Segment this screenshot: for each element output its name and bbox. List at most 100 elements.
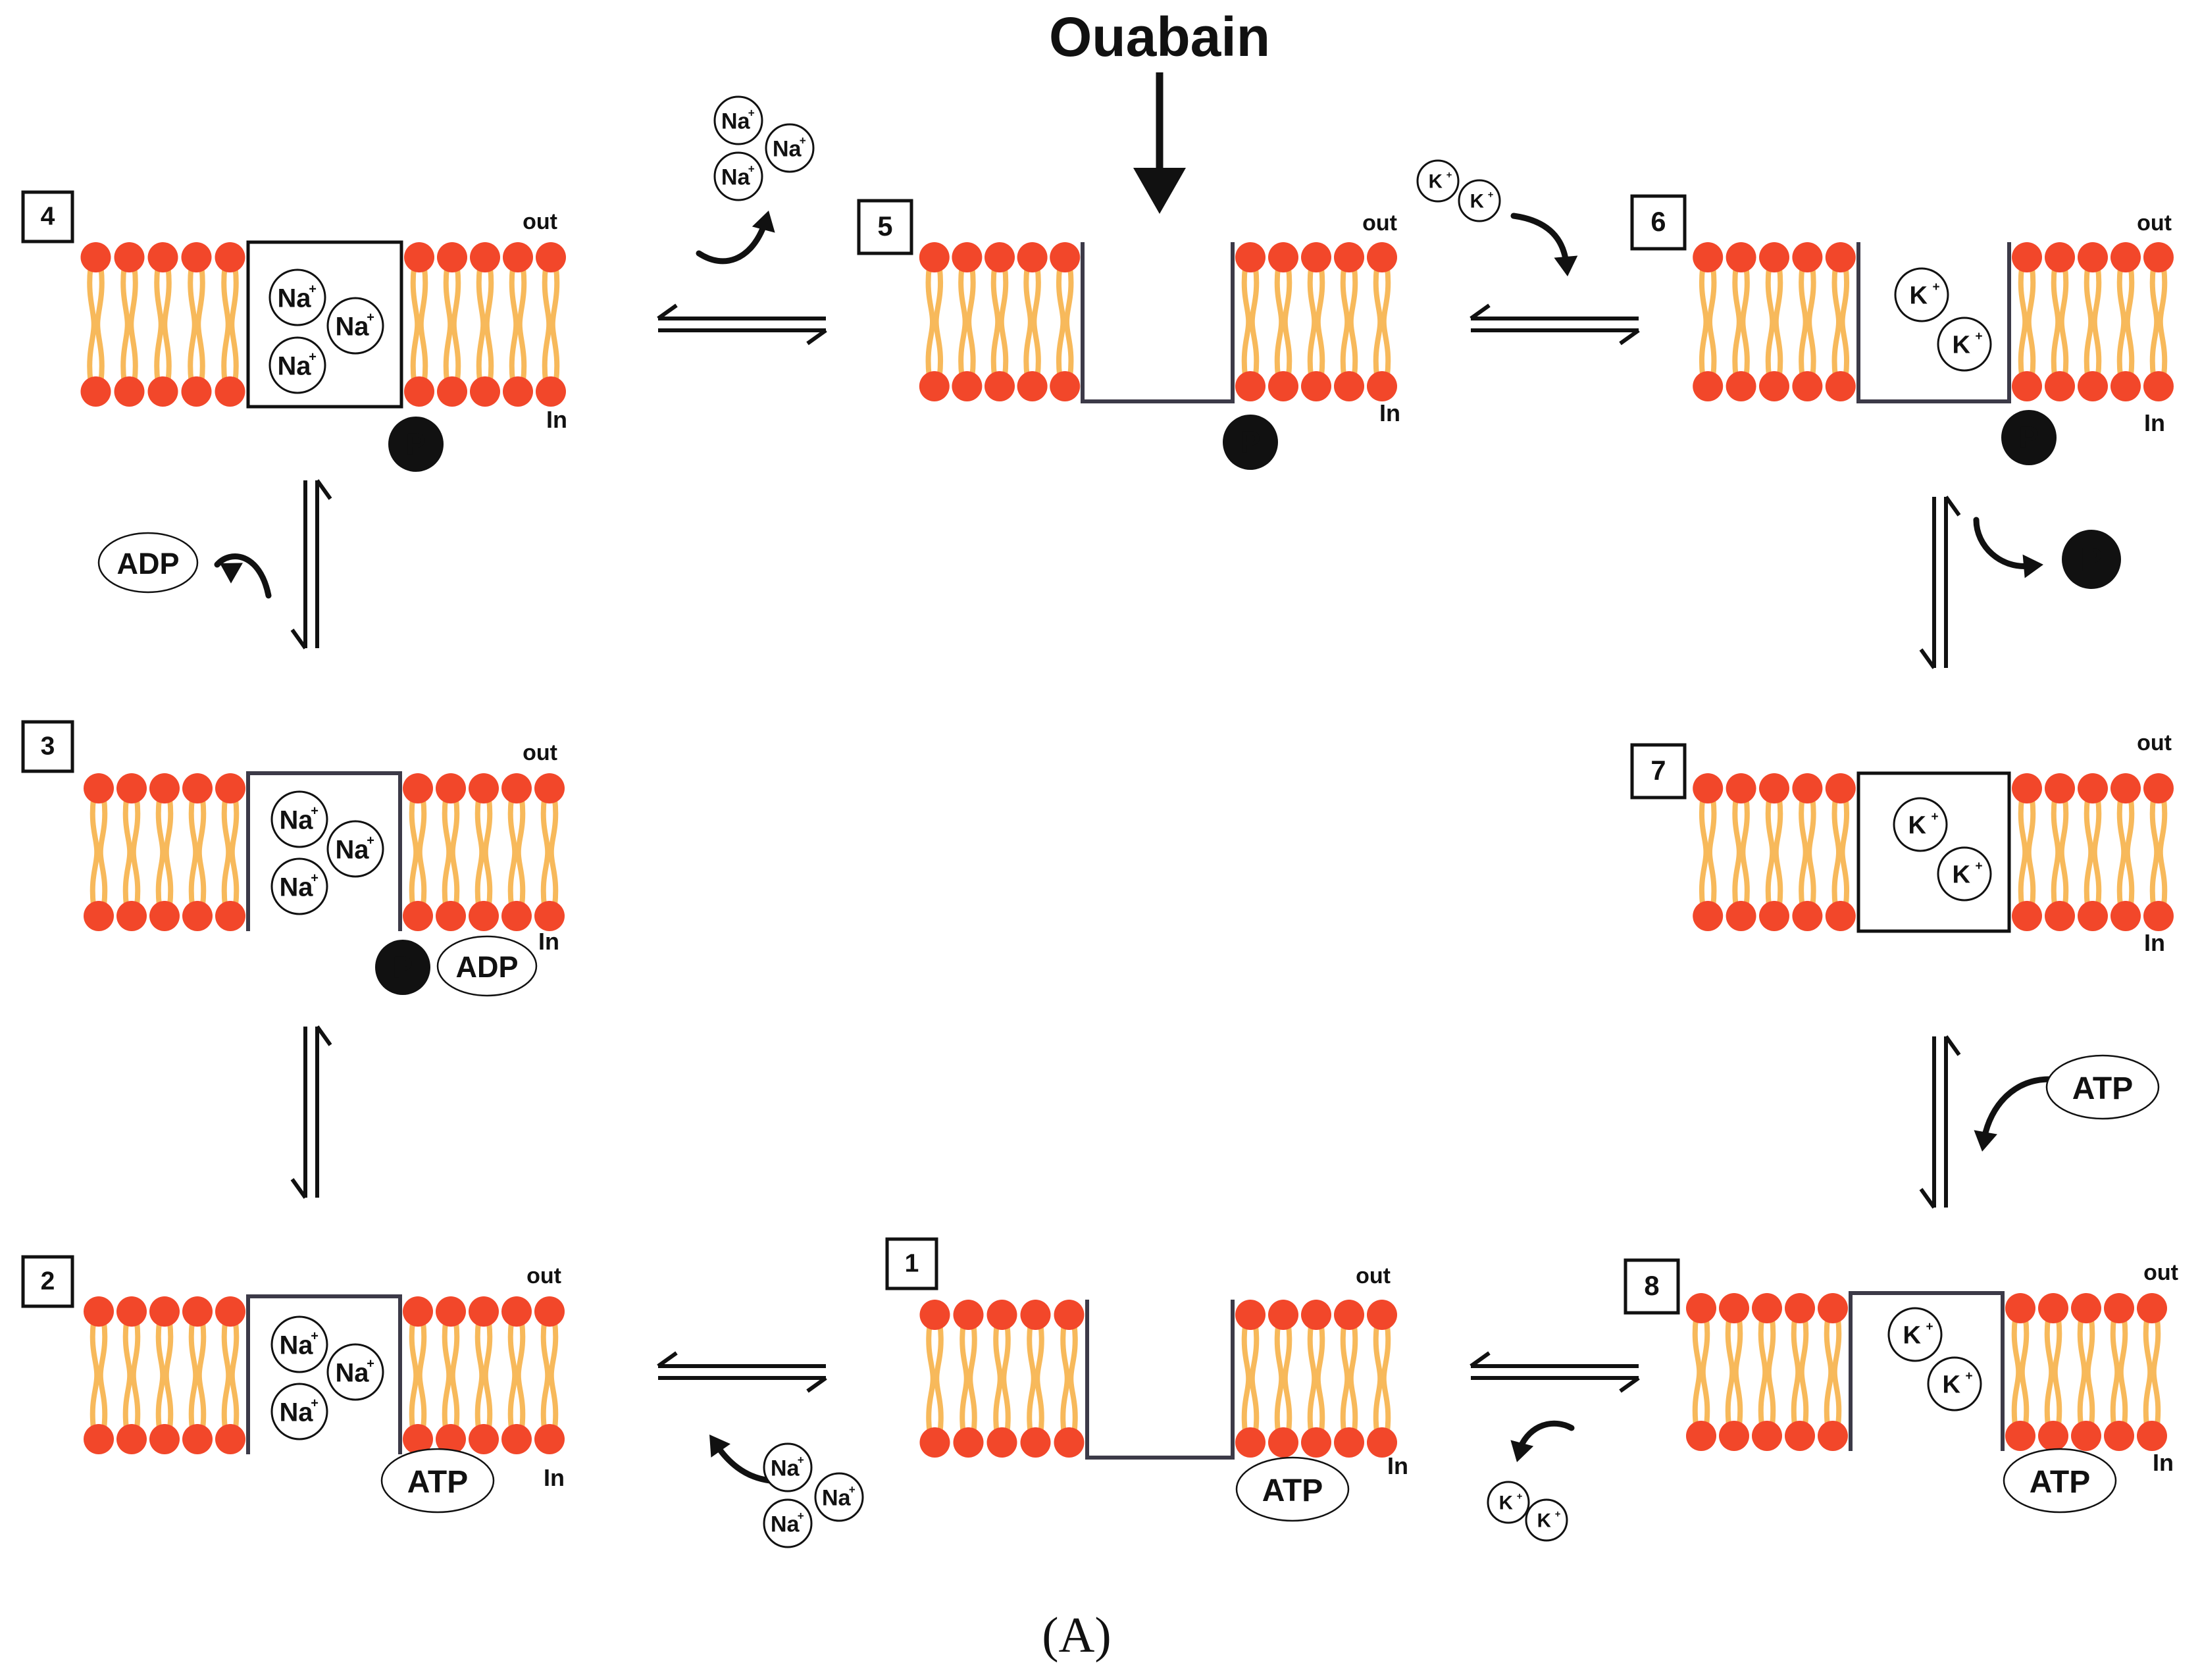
arrow-head [1510,1440,1534,1462]
lipid-head [215,376,245,407]
lipid-head [114,376,145,407]
lipid-head [1334,1427,1364,1458]
lipid-head [215,901,245,931]
lipid-head [114,242,145,272]
outside-label: out [2143,1260,2178,1285]
lipid-head [80,242,111,272]
phosphate-icon: P [2062,530,2121,589]
inside-label: In [1379,399,1400,426]
lipid-head [149,773,180,803]
ion-charge: + [748,163,755,176]
lipid-head [953,1300,984,1330]
pump-protein [1081,242,1235,403]
ion-charge: + [311,804,319,819]
outside-label: out [1362,211,1397,236]
lipid-bilayer [404,242,566,407]
pump-protein [246,771,402,931]
ion-label: K [1470,191,1484,213]
lipid-head [1054,1427,1085,1458]
sodium-ion: Na+ [270,1315,328,1373]
lipid-head [2045,371,2075,401]
stage-number: 4 [41,203,55,231]
lipid-head [1050,242,1081,272]
lipid-head [436,1296,466,1327]
stage-number: 6 [1650,206,1666,237]
lipid-head [1268,242,1298,272]
lipid-head [2143,901,2174,931]
phosphate-icon: P [388,417,444,472]
lipid-head [2012,242,2042,272]
lipid-head [116,1296,147,1327]
ion-label: K [1952,861,1970,889]
ion-label: Na [771,1512,800,1537]
ion-label: Na [335,835,369,864]
lipid-head [1235,371,1266,401]
lipid-head [536,242,566,272]
potassium-ion: K+ [1937,846,1992,902]
equilibrium-arrow [1470,303,1640,345]
sodium-ion: Na+ [270,1383,328,1440]
atp-molecule: ATP [1235,1456,1350,1522]
ion-charge: + [748,107,755,120]
lipid-head [2045,901,2075,931]
lipid-head [1825,773,1856,803]
sodium-ion: Na+ [765,123,815,173]
lipid-head [1367,242,1397,272]
lipid-head [2045,242,2075,272]
stage-number-box: 4 [21,190,74,243]
lipid-head [403,901,433,931]
inside-label: In [544,1464,565,1491]
lipid-bilayer [1235,242,1397,401]
ion-charge: + [1975,859,1982,873]
stage-number-box: 5 [857,199,913,255]
lipid-head [1693,901,1724,931]
lipid-head [919,371,950,401]
ion-charge: + [311,1329,319,1344]
lipid-head [182,773,213,803]
phosphate-icon: P [2001,410,2057,465]
lipid-head [1785,1421,1815,1451]
ion-charge: + [367,1357,374,1371]
lipid-head [403,1424,433,1454]
lipid-head [1792,242,1823,272]
ion-label: Na [771,1456,800,1481]
lipid-head [986,1300,1017,1330]
phosphate-label: P [2080,542,2102,578]
lipid-head [1017,371,1048,401]
ion-charge: + [798,1454,804,1467]
lipid-bilayer [403,773,565,931]
curved-binding-arrow-icon [1981,1076,2053,1142]
lipid-head [1235,242,1266,272]
pump-protein [1856,771,2011,933]
ion-label: Na [335,312,369,341]
atp-molecule-label: ATP [2030,1465,2090,1500]
ion-label: K [1537,1510,1551,1532]
lipid-head [436,1424,466,1454]
lipid-head [215,773,245,803]
lipid-head [534,1296,565,1327]
sodium-ion: Na+ [270,790,328,848]
lipid-head [147,242,178,272]
lipid-head [2005,1421,2035,1451]
lipid-head [1792,901,1823,931]
ion-charge: + [1932,280,1939,294]
ion-label: K [1903,1322,1921,1350]
ion-label: Na [822,1485,852,1510]
pump-protein [246,1294,402,1454]
outside-label: out [523,740,557,765]
ion-charge: + [849,1484,856,1496]
ouabain-arrow [1133,72,1186,214]
lipid-head [2012,371,2042,401]
potassium-ion: K+ [1894,267,1949,322]
lipid-head [116,773,147,803]
lipid-head [1759,901,1789,931]
lipid-head [1334,242,1364,272]
lipid-head [919,242,950,272]
atp-molecule-label: ATP [407,1465,468,1500]
lipid-head [1050,371,1081,401]
sodium-ion: Na+ [326,1343,384,1401]
stage-number-box: 2 [21,1255,74,1308]
